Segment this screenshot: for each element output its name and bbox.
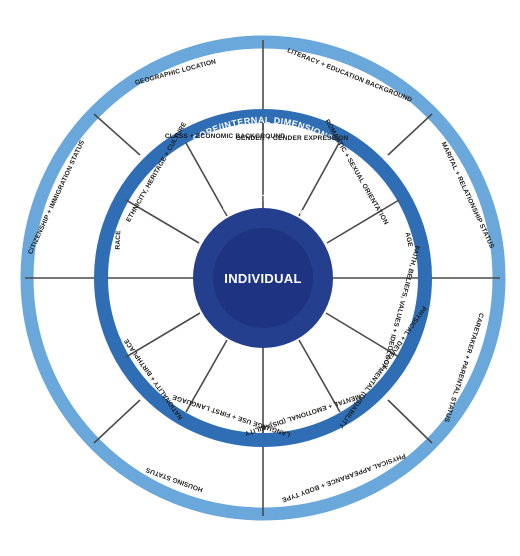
core-dimension-label-1: GENDER + GENDER EXPRESSION (236, 135, 349, 142)
center-label: INDIVIDUAL (224, 271, 301, 286)
core-dimension-label-5: PHYSICAL + DEVELOPMENTAL (DIS)ABILITY (337, 304, 428, 429)
core-dividers (107, 123, 418, 433)
individual-disc (213, 228, 313, 328)
core-dimension-label-9: RACE (115, 230, 123, 250)
core-dimension-label-3: AGE (404, 232, 414, 248)
core-dimension-label-11: CLASS + ECONOMIC BACKGROUND (165, 133, 285, 140)
core-ring (94, 109, 432, 447)
